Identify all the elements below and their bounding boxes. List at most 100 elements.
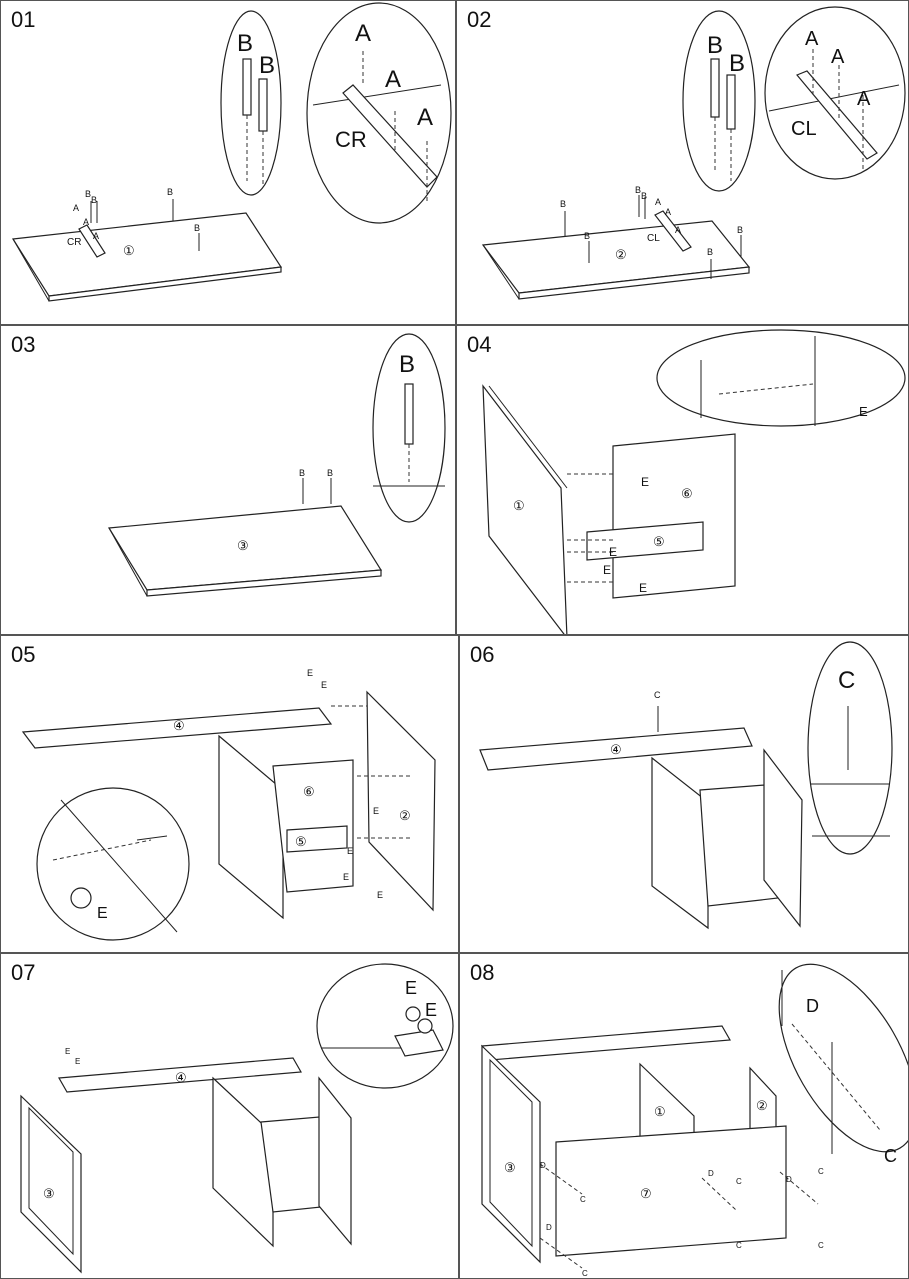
part-number-3: ③	[43, 1186, 55, 1201]
step-07-diagram: ④ ③ E E E E	[20, 963, 454, 1274]
step-03-diagram: ③ B B B	[107, 333, 446, 597]
label-b: B	[399, 351, 415, 378]
part-number-6: ⑥	[681, 486, 693, 501]
label-a: A	[355, 20, 371, 47]
label-b: B	[707, 32, 723, 59]
part-number-5: ⑤	[295, 834, 307, 849]
label-a: A	[831, 46, 845, 68]
label-b: B	[737, 225, 743, 235]
step-01-panel: 01 ① CR B B B B A A A	[0, 0, 456, 325]
label-c: C	[582, 1269, 588, 1278]
label-a: A	[675, 225, 681, 235]
label-e: E	[307, 668, 313, 678]
label-a: A	[857, 88, 871, 110]
part-number-4: ④	[610, 742, 622, 757]
label-e: E	[347, 846, 353, 856]
label-e: E	[377, 890, 383, 900]
step-07-panel: 07 ④ ③ E E E E	[0, 953, 459, 1279]
label-b: B	[167, 187, 173, 197]
label-a: A	[385, 66, 401, 93]
part-number-2: ②	[756, 1098, 768, 1113]
label-b: B	[327, 468, 333, 478]
part-number-6: ⑥	[303, 784, 315, 799]
screw-b	[90, 199, 200, 251]
label-c: C	[818, 1241, 824, 1250]
detail-zoom-e	[656, 329, 906, 427]
label-e: E	[405, 978, 417, 998]
part-number-5: ⑤	[653, 534, 665, 549]
step-04-diagram: ① ⑥ ⑤ E E E E E	[482, 329, 906, 634]
label-b: B	[584, 231, 590, 241]
part-number-7: ⑦	[640, 1186, 652, 1201]
part-number-4: ④	[175, 1070, 187, 1085]
step-02-panel: 02 ② CL B B B B B B A A A	[456, 0, 909, 325]
step-04-panel: 04 ① ⑥ ⑤ E E E E E	[456, 325, 909, 635]
label-c: C	[580, 1195, 586, 1204]
label-e: E	[641, 475, 649, 489]
label-b: B	[259, 52, 275, 79]
step-number: 01	[11, 7, 36, 32]
label-e: E	[75, 1057, 80, 1066]
step-05-diagram: ④ ⑥ ⑤ ② E E E E E E E	[21, 668, 436, 941]
part-number-2: ②	[399, 808, 411, 823]
label-b: B	[635, 185, 641, 195]
part-number-3: ③	[237, 538, 249, 553]
part-number-4: ④	[173, 718, 185, 733]
detail-zoom-e	[316, 963, 454, 1089]
detail-zoom-c	[807, 641, 893, 855]
label-e: E	[65, 1047, 70, 1056]
label-a: A	[83, 217, 89, 227]
label-e: E	[97, 905, 108, 922]
label-a: A	[93, 231, 99, 241]
label-d: D	[546, 1223, 552, 1232]
label-d: D	[786, 1175, 792, 1184]
label-e: E	[609, 545, 617, 559]
part-number-1: ①	[513, 498, 525, 513]
label-cr: CR	[67, 237, 81, 248]
step-02-diagram: ② CL B B B B B B A A A B B	[481, 6, 906, 300]
detail-zoom-a-cl	[764, 6, 906, 180]
step-03-panel: 03 ③ B B B	[0, 325, 456, 635]
label-b: B	[299, 468, 305, 478]
part-number-1: ①	[123, 243, 135, 258]
label-b: B	[729, 50, 745, 77]
label-e: E	[603, 563, 611, 577]
label-b: B	[641, 191, 647, 201]
label-b: B	[194, 223, 200, 233]
step-01-diagram: ① CR B B B B A A A B B	[11, 2, 452, 302]
step-number: 04	[467, 332, 492, 357]
step-number: 03	[11, 332, 36, 357]
label-d: D	[806, 996, 819, 1016]
label-b: B	[85, 189, 91, 199]
step-number: 06	[470, 642, 495, 667]
label-c: C	[736, 1177, 742, 1186]
step-08-panel: 08 ③ ① ② ⑦ D D D D C C C C C C	[459, 953, 909, 1279]
label-a: A	[665, 207, 671, 217]
label-a: A	[805, 28, 819, 50]
step-number: 02	[467, 7, 492, 32]
part-number-3: ③	[504, 1160, 516, 1175]
label-d: D	[708, 1169, 714, 1178]
label-a: A	[655, 197, 661, 207]
part-number-2: ②	[615, 247, 627, 262]
label-c: C	[736, 1241, 742, 1250]
label-a: A	[73, 203, 79, 213]
detail-zoom-e	[36, 787, 190, 941]
label-c: C	[818, 1167, 824, 1176]
step-06-diagram: ④ C C	[479, 641, 893, 930]
detail-zoom-c-d	[778, 963, 908, 1153]
label-c: C	[654, 690, 661, 700]
label-b: B	[237, 30, 253, 57]
label-e: E	[321, 680, 327, 690]
label-b: B	[707, 247, 713, 257]
label-e: E	[425, 1000, 437, 1020]
step-08-diagram: ③ ① ② ⑦ D D D D C C C C C C D C	[481, 963, 908, 1278]
part-number-1: ①	[654, 1104, 666, 1119]
label-e: E	[639, 581, 647, 595]
label-c: C	[838, 667, 855, 694]
label-b: B	[91, 195, 97, 205]
label-e: E	[859, 404, 868, 419]
step-number: 08	[470, 960, 495, 985]
label-cr: CR	[335, 127, 367, 152]
